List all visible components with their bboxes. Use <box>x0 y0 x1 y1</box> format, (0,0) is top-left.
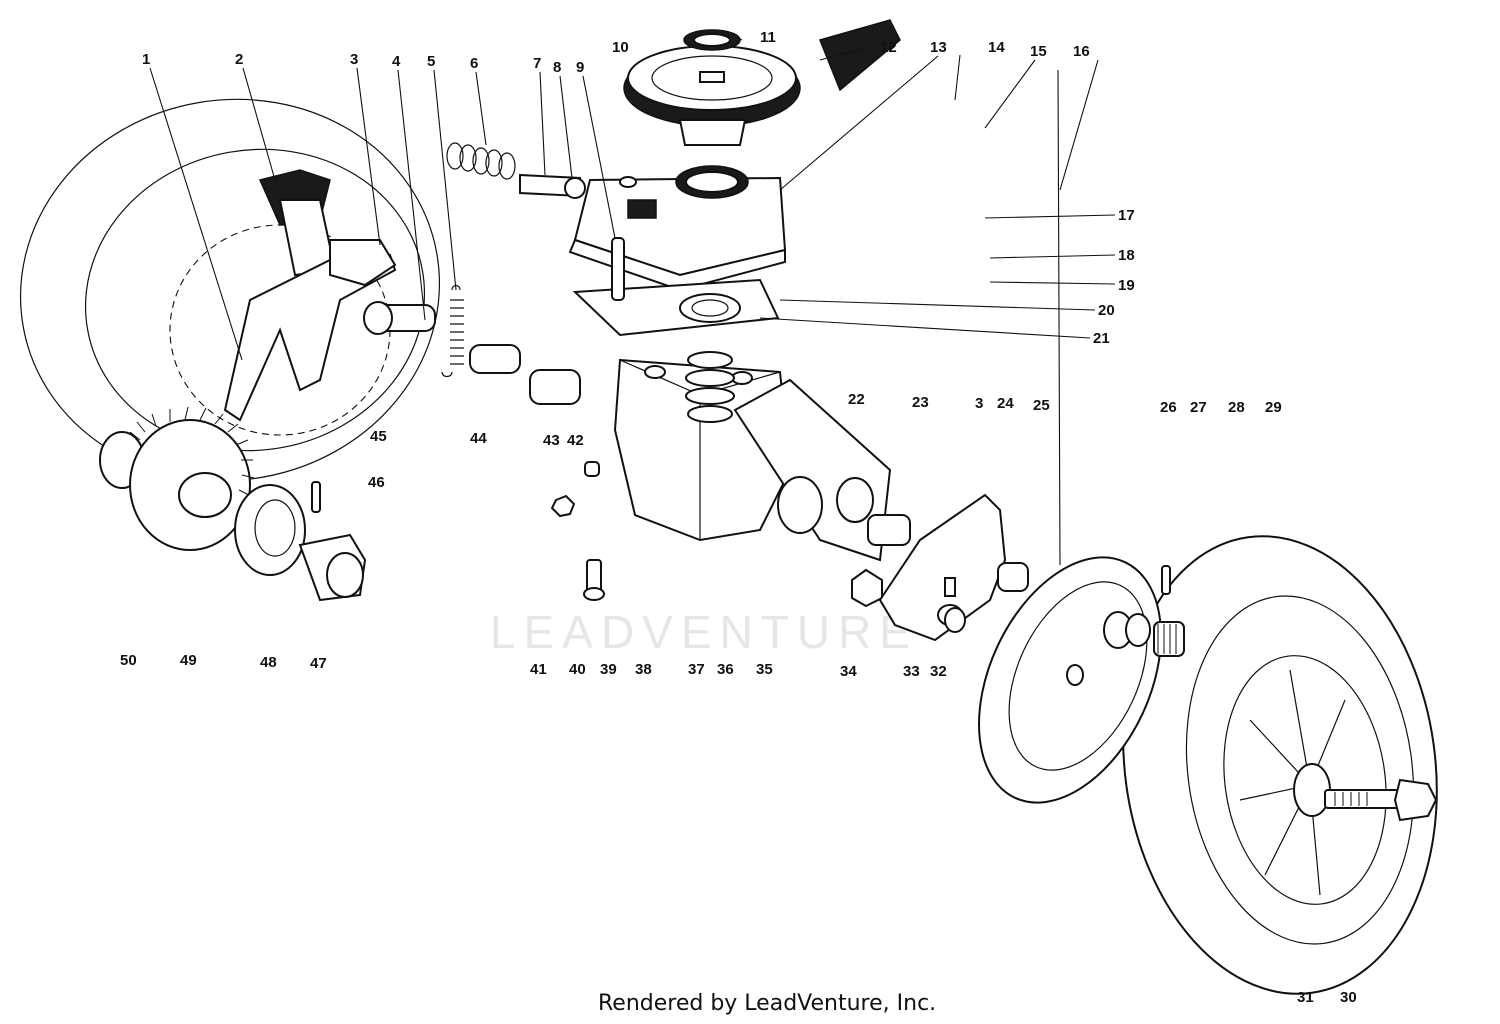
callout-13: 13 <box>930 39 947 56</box>
callout-14: 14 <box>988 39 1005 56</box>
footer-credit: Rendered by LeadVenture, Inc. <box>598 991 936 1016</box>
drive-gear-set <box>99 406 367 602</box>
callout-24: 24 <box>997 395 1014 412</box>
callout-49: 49 <box>180 652 197 669</box>
callout-29: 29 <box>1265 399 1282 416</box>
callout-11: 11 <box>760 29 776 46</box>
callout-40: 40 <box>569 661 586 678</box>
callout-37: 37 <box>688 661 705 678</box>
callout-50: 50 <box>120 652 137 669</box>
callout-47: 47 <box>310 655 327 672</box>
callout-46: 46 <box>368 474 385 491</box>
callout-33: 33 <box>903 663 920 680</box>
callout-30: 30 <box>1340 989 1357 1006</box>
callout-27: 27 <box>1190 399 1207 416</box>
callout-38: 38 <box>635 661 652 678</box>
callout-31: 31 <box>1297 989 1314 1006</box>
callout-41: 41 <box>530 661 547 678</box>
callout-32: 32 <box>930 663 947 680</box>
part-callouts: 1 2 3 4 5 6 7 8 9 10 11 12 13 14 15 16 1… <box>120 29 1357 1006</box>
callout-19: 19 <box>1118 277 1135 294</box>
callout-39: 39 <box>600 661 617 678</box>
callout-18: 18 <box>1118 247 1135 264</box>
callout-23: 23 <box>912 394 929 411</box>
drive-pulley <box>623 19 901 146</box>
shaft-hardware <box>851 514 911 608</box>
shift-lever-assembly <box>223 142 625 601</box>
callout-3: 3 <box>350 51 358 68</box>
callout-10: 10 <box>612 39 629 56</box>
callout-5: 5 <box>427 53 435 70</box>
gearbox-cover <box>568 165 787 292</box>
callout-15: 15 <box>1030 43 1047 60</box>
callout-42: 42 <box>567 432 584 449</box>
callout-2: 2 <box>235 51 243 68</box>
callout-44: 44 <box>470 430 487 447</box>
callout-12: 12 <box>880 39 897 56</box>
hub-disc <box>978 556 1185 804</box>
callout-leaders <box>149 36 1116 566</box>
callout-26: 26 <box>1160 399 1177 416</box>
gasket <box>572 278 780 337</box>
callout-28: 28 <box>1228 399 1245 416</box>
callout-3-right: 3 <box>975 395 983 412</box>
callout-45: 45 <box>370 428 387 445</box>
right-wheel <box>1122 535 1438 995</box>
callout-34: 34 <box>840 663 857 680</box>
callout-16: 16 <box>1073 43 1090 60</box>
callout-22: 22 <box>848 391 865 408</box>
callout-48: 48 <box>260 654 277 671</box>
callout-43: 43 <box>543 432 560 449</box>
callout-7: 7 <box>533 55 541 72</box>
callout-6: 6 <box>470 55 478 72</box>
callout-9: 9 <box>576 59 584 76</box>
callout-21: 21 <box>1093 330 1110 347</box>
callout-36: 36 <box>717 661 734 678</box>
callout-20: 20 <box>1098 302 1115 319</box>
callout-17: 17 <box>1118 207 1135 224</box>
watermark: LEADVENTURE <box>490 606 918 658</box>
callout-1: 1 <box>142 51 150 68</box>
right-axle-plate <box>878 493 1029 642</box>
callout-35: 35 <box>756 661 773 678</box>
callout-8: 8 <box>553 59 561 76</box>
callout-4: 4 <box>392 53 401 70</box>
callout-25: 25 <box>1033 397 1050 414</box>
